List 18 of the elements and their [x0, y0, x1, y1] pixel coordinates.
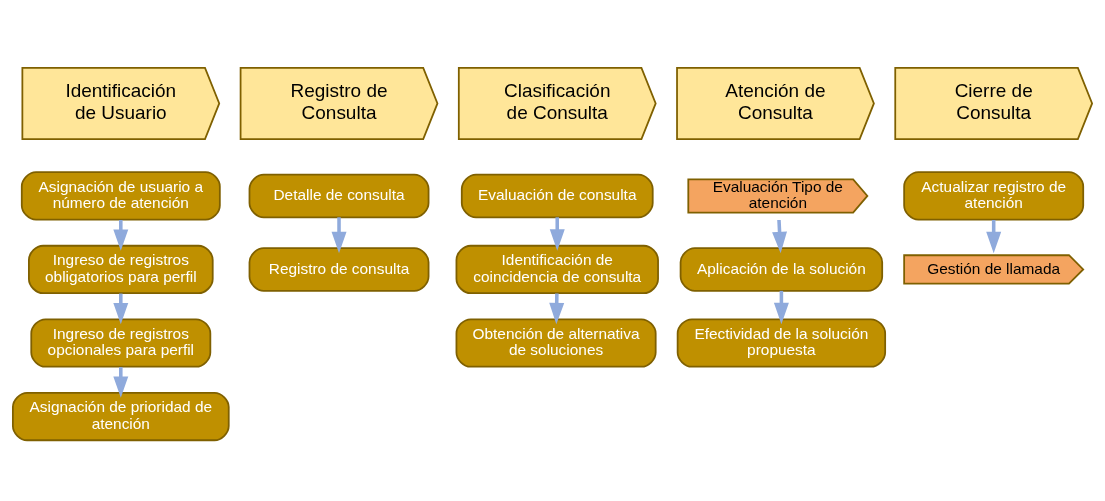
node-box: Detalle de consulta [248, 173, 430, 219]
arrow [549, 217, 565, 251]
node-box: Ingreso de registros opcionales para perfil [30, 318, 212, 368]
node-box: Asignación de prioridad de atención [12, 391, 230, 442]
node-box: Identificación de coincidencia de consulta [455, 244, 659, 295]
node-box: Registro de consulta [248, 247, 430, 292]
node-box: Asignación de usuario a número de atención [20, 171, 221, 221]
node-box: Evaluación de consulta [460, 173, 654, 219]
node-box: Actualizar registro de atención [903, 171, 1085, 221]
arrow [549, 293, 565, 325]
arrow [113, 367, 129, 398]
node-box: Aplicación de la solución [679, 247, 884, 292]
arrow [113, 220, 129, 251]
node-box: Ingreso de registros obligatorios para perfil [28, 244, 214, 295]
node-box: Efectividad de la solución propuesta [676, 318, 887, 368]
node-box: Obtención de alternativa de soluciones [455, 318, 657, 368]
arrow [331, 217, 347, 254]
arrow [113, 293, 129, 325]
